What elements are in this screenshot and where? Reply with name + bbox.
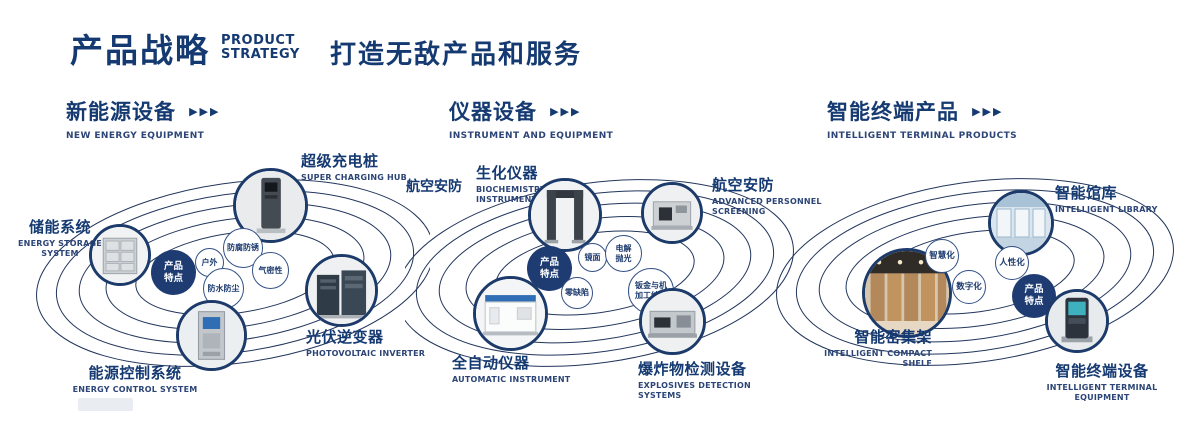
feature-bubble-electropolish: 电解抛光	[605, 235, 642, 272]
feature-label: 人性化	[999, 257, 1025, 268]
item-cn: 航空安防	[712, 176, 775, 194]
feature-label: 防水防尘	[207, 283, 240, 293]
arrows-icon: ▶▶▶	[189, 104, 221, 118]
item-cn: 超级充电桩	[301, 152, 379, 170]
security-gate-photo	[528, 178, 602, 252]
section-title: 新能源设备	[66, 100, 176, 124]
automatic-instrument-image	[476, 279, 545, 348]
label-terminal-equipment: 智能终端设备 INTELLIGENT TERMINAL EQUIPMENT	[1022, 360, 1182, 404]
item-en: INTELLIGENT TERMINAL EQUIPMENT	[1046, 383, 1158, 403]
feature-label: 电解抛光	[615, 243, 632, 263]
energy-control-photo	[176, 300, 247, 371]
item-en: AUTOMATIC INSTRUMENT	[452, 375, 571, 384]
feature-label: 气密性	[258, 265, 283, 275]
explosives-detector-image	[642, 291, 703, 352]
label-pv-inverter: 光伏逆变器 PHOTOVOLTAIC INVERTER	[306, 326, 426, 359]
arrows-icon: ▶▶▶	[550, 104, 582, 118]
energy-control-image	[179, 303, 244, 368]
feature-bubble-digitalized: 数字化	[952, 270, 986, 304]
item-en: PHOTOVOLTAIC INVERTER	[306, 349, 426, 358]
pv-inverter-photo	[305, 254, 378, 327]
item-en: EXPLOSIVES DETECTION SYSTEMS	[638, 381, 751, 401]
page-title: 产品战略	[70, 31, 210, 70]
product-features-badge: 产品特点	[151, 250, 196, 295]
terminal-equipment-photo	[1045, 289, 1109, 353]
feature-bubble-airtight: 气密性	[252, 252, 289, 289]
item-cn: 全自动仪器	[452, 354, 530, 372]
item-cn: 能源控制系统	[88, 364, 182, 382]
footer-mark	[78, 398, 133, 411]
section-title-en: INSTRUMENT AND EQUIPMENT	[449, 131, 614, 141]
arrows-icon: ▶▶▶	[972, 104, 1004, 118]
compact-shelf-image	[865, 251, 949, 335]
orbit-rings-new-energy	[36, 179, 430, 367]
label-super-charging-hub: 超级充电桩 SUPER CHARGING HUB	[301, 150, 421, 183]
label-energy-control: 能源控制系统 ENERGY CONTROL SYSTEM	[70, 362, 200, 395]
item-cn: 爆炸物检测设备	[638, 360, 747, 378]
intelligent-library-image	[991, 193, 1051, 253]
label-energy-storage: 储能系统 ENERGY STORAGE SYSTEM	[14, 216, 106, 260]
label-intelligent-library: 智能馆库 INTELLIGENT LIBRARY	[1055, 182, 1175, 215]
item-en: INTELLIGENT COMPACT SHELF	[824, 349, 932, 369]
feature-label: 防腐防锈	[227, 243, 259, 253]
badge-label: 产品特点	[539, 256, 559, 280]
section-title-en: INTELLIGENT TERMINAL PRODUCTS	[827, 131, 1017, 141]
item-cn: 智能密集架	[854, 328, 932, 346]
page-title-en-line1: PRODUCT	[221, 33, 295, 48]
badge-label: 产品特点	[1024, 284, 1044, 307]
explosives-detector-photo	[639, 288, 706, 355]
item-cn: 生化仪器	[476, 164, 539, 182]
section-title: 智能终端产品	[827, 100, 959, 124]
feature-bubble-intelligent: 智慧化	[925, 239, 959, 273]
feature-label: 户外	[201, 257, 218, 267]
energy-storage-image	[92, 227, 148, 283]
section-header-intelligent-terminal: 智能终端产品 ▶▶▶ INTELLIGENT TERMINAL PRODUCTS	[827, 96, 1017, 141]
page-subtitle: 打造无敌产品和服务	[330, 40, 583, 70]
feature-label: 智慧化	[929, 250, 955, 261]
intelligent-library-photo	[988, 190, 1054, 256]
section-header-instrument: 仪器设备 ▶▶▶ INSTRUMENT AND EQUIPMENT	[449, 96, 613, 141]
item-en: SUPER CHARGING HUB	[301, 173, 407, 182]
item-cn: 智能馆库	[1055, 184, 1118, 202]
badge-label: 产品特点	[163, 260, 183, 284]
feature-label: 镜面	[584, 252, 601, 262]
section-header-new-energy: 新能源设备 ▶▶▶ NEW ENERGY EQUIPMENT	[66, 96, 220, 141]
personnel-screening-photo	[641, 182, 703, 244]
label-aviation-security-right: 航空安防 ADVANCED PERSONNEL SCREENING	[712, 174, 822, 218]
security-gate-image	[531, 181, 599, 249]
label-explosives-detection: 爆炸物检测设备 EXPLOSIVES DETECTION SYSTEMS	[638, 358, 788, 402]
label-compact-shelf: 智能密集架 INTELLIGENT COMPACT SHELF	[822, 326, 932, 370]
personnel-screening-image	[644, 185, 700, 241]
item-en: BIOCHEMISTRY INSTRUMENT	[476, 185, 546, 205]
automatic-instrument-photo	[473, 276, 548, 351]
energy-storage-photo	[89, 224, 151, 286]
feature-bubble-zero-defect: 零缺陷	[561, 277, 593, 309]
label-automatic-instrument: 全自动仪器 AUTOMATIC INSTRUMENT	[452, 352, 572, 385]
feature-bubble-mirror: 镜面	[578, 243, 607, 272]
item-en: INTELLIGENT LIBRARY	[1055, 205, 1158, 214]
item-en: ENERGY CONTROL SYSTEM	[72, 385, 198, 394]
item-cn: 储能系统	[28, 218, 91, 236]
page-title-en-line2: STRATEGY	[221, 47, 300, 63]
feature-bubble-humanized: 人性化	[995, 246, 1029, 280]
page-title-en: PRODUCT STRATEGY	[221, 33, 300, 63]
terminal-equipment-image	[1048, 292, 1106, 350]
section-title-en: NEW ENERGY EQUIPMENT	[66, 131, 205, 141]
section-title: 仪器设备	[449, 100, 537, 124]
label-biochemistry: 生化仪器 BIOCHEMISTRY INSTRUMENT	[476, 162, 606, 206]
feature-label: 零缺陷	[565, 288, 589, 298]
item-en: ENERGY STORAGE SYSTEM	[18, 239, 102, 259]
pv-inverter-image	[308, 257, 375, 324]
item-cn: 光伏逆变器	[306, 328, 384, 346]
item-en: ADVANCED PERSONNEL SCREENING	[712, 197, 822, 217]
label-aviation-security-left: 航空安防	[406, 179, 462, 195]
feature-label: 数字化	[956, 281, 982, 292]
item-cn: 智能终端设备	[1055, 362, 1149, 380]
